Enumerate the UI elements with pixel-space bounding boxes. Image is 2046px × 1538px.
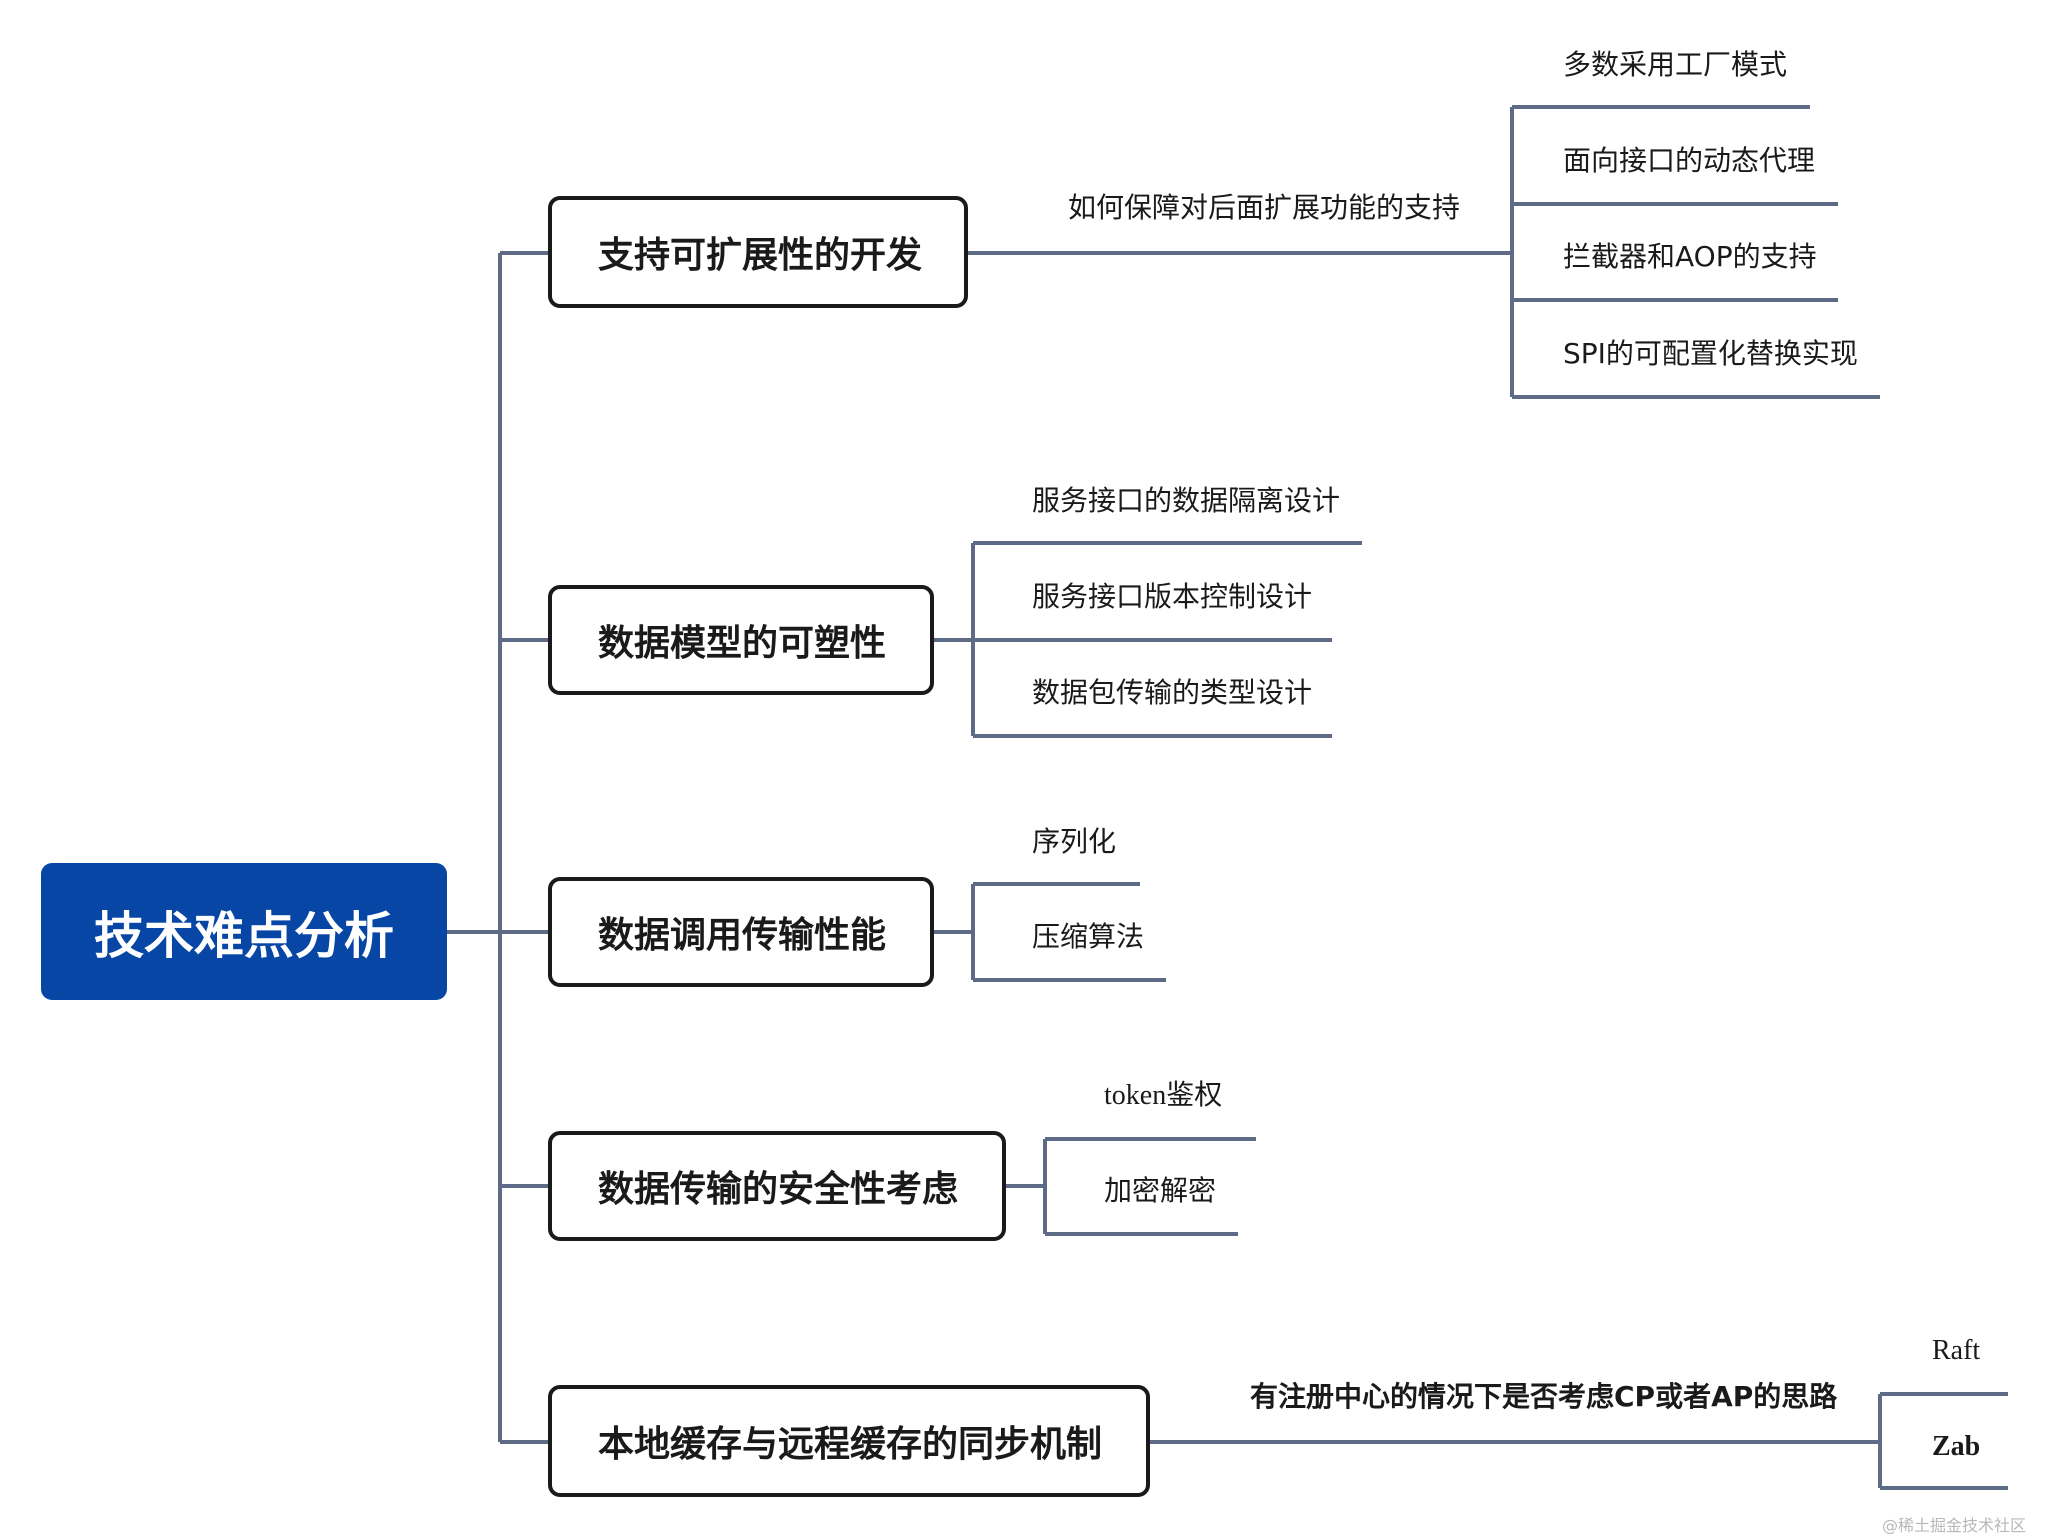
subtopic-label-5[interactable]: 有注册中心的情况下是否考虑CP或者AP的思路 — [1250, 1380, 1838, 1413]
topic-node-4[interactable]: 数据传输的安全性考虑 — [548, 1131, 1006, 1241]
topic-label: 数据传输的安全性考虑 — [598, 1169, 959, 1210]
topic-label: 支持可扩展性的开发 — [598, 235, 923, 276]
leaf-label[interactable]: Zab — [1932, 1431, 1981, 1462]
topic-node-1[interactable]: 支持可扩展性的开发 — [548, 196, 968, 308]
leaf-label[interactable]: 压缩算法 — [1032, 920, 1145, 953]
leaf-label[interactable]: Raft — [1932, 1335, 1981, 1366]
leaf-label[interactable]: 服务接口的数据隔离设计 — [1032, 484, 1341, 517]
leaf-label[interactable]: 服务接口版本控制设计 — [1032, 580, 1313, 613]
topic-label: 本地缓存与远程缓存的同步机制 — [598, 1424, 1103, 1465]
topic-node-2[interactable]: 数据模型的可塑性 — [548, 585, 934, 695]
leaf-label[interactable]: 数据包传输的类型设计 — [1032, 676, 1313, 709]
topic-label: 数据模型的可塑性 — [598, 623, 887, 664]
leaf-label[interactable]: 多数采用工厂模式 — [1563, 48, 1788, 81]
leaf-label[interactable]: token鉴权 — [1104, 1080, 1223, 1111]
leaf-label[interactable]: 序列化 — [1032, 825, 1117, 858]
topic-node-3[interactable]: 数据调用传输性能 — [548, 877, 934, 987]
root-node[interactable]: 技术难点分析 — [41, 863, 447, 1000]
leaf-label[interactable]: SPI的可配置化替换实现 — [1563, 337, 1858, 370]
root-label: 技术难点分析 — [94, 906, 394, 965]
subtopic-label-1[interactable]: 如何保障对后面扩展功能的支持 — [1068, 191, 1461, 224]
watermark: @稀土掘金技术社区 — [1882, 1516, 2027, 1535]
leaf-label[interactable]: 拦截器和AOP的支持 — [1563, 240, 1817, 273]
leaf-label[interactable]: 面向接口的动态代理 — [1563, 144, 1816, 177]
leaf-label[interactable]: 加密解密 — [1104, 1174, 1217, 1207]
topic-label: 数据调用传输性能 — [598, 915, 887, 956]
topic-node-5[interactable]: 本地缓存与远程缓存的同步机制 — [548, 1385, 1150, 1497]
